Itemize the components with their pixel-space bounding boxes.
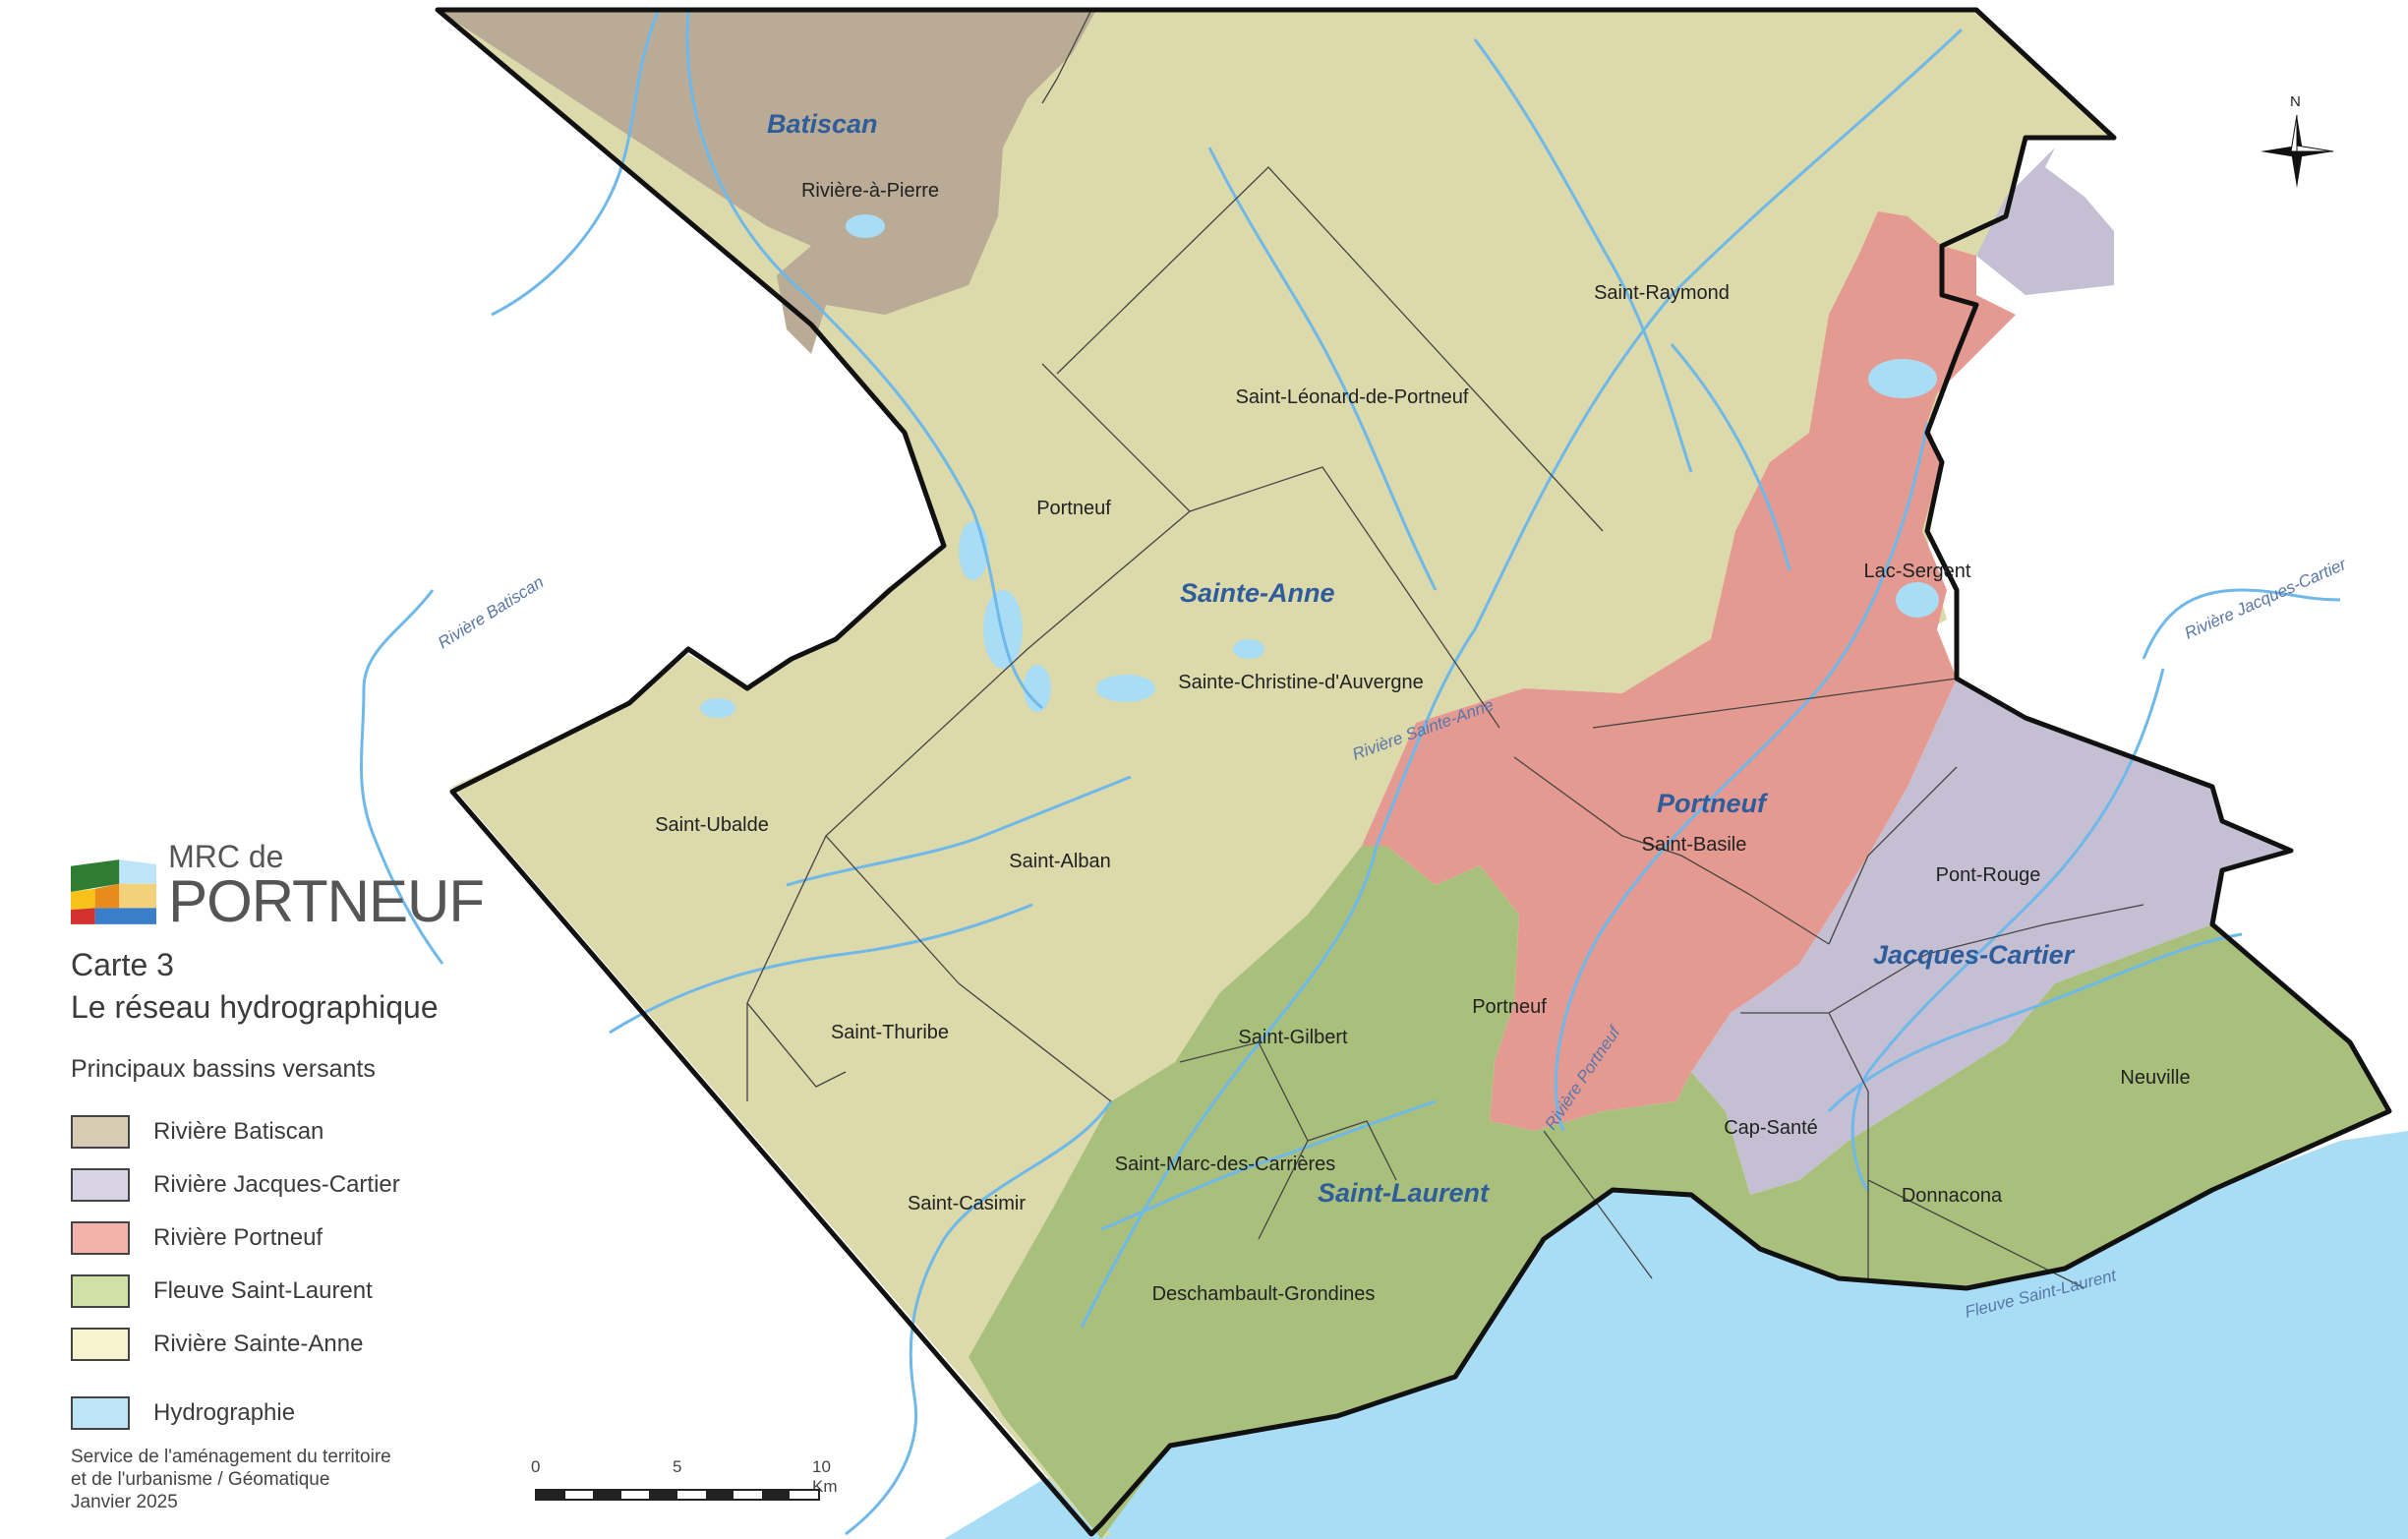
legend-label: Rivière Sainte-Anne (153, 1331, 364, 1357)
legend-item: Rivière Portneuf (71, 1212, 484, 1265)
scale-track (535, 1489, 820, 1501)
credits-line: et de l'urbanisme / Géomatique (71, 1469, 330, 1490)
municipality-label: Saint-Marc-des-Carrières (1115, 1154, 1336, 1175)
municipality-label: Saint-Gilbert (1238, 1027, 1348, 1048)
municipality-label: Saint-Basile (1642, 834, 1747, 856)
legend-swatch (71, 1221, 130, 1255)
basin-label-sainte-anne: Sainte-Anne (1180, 578, 1335, 608)
legend-item: Rivière Sainte-Anne (71, 1318, 484, 1371)
legend-label: Hydrographie (153, 1399, 296, 1426)
mrc-boundary (435, 7, 2392, 1537)
scale-tick-10: 10 Km (812, 1457, 838, 1496)
sainte-anne-basin (438, 10, 2114, 1539)
municipality-label: Saint-Léonard-de-Portneuf (1236, 386, 1469, 408)
map-title: Le réseau hydrographique (71, 989, 439, 1025)
credits-line: Service de l'aménagement du territoire (71, 1447, 391, 1467)
logo-small-text: MRC de (168, 839, 284, 874)
legend-heading: Principaux bassins versants (71, 1055, 376, 1083)
legend-swatch (71, 1168, 130, 1202)
municipality-label: Cap-Santé (1724, 1117, 1818, 1139)
logo-big-text: PORTNEUF (168, 868, 485, 934)
municipality-label: Portneuf (1472, 996, 1547, 1018)
municipality-label: Saint-Raymond (1594, 282, 1730, 304)
municipality-label: Saint-Casimir (908, 1193, 1026, 1214)
legend-swatch (71, 1396, 130, 1430)
river-network (360, 9, 2341, 1536)
jacques-cartier-basin (1691, 148, 2291, 1195)
municipality-label: Deschambault-Grondines (1152, 1283, 1376, 1305)
municipality-label: Saint-Alban (1009, 851, 1110, 872)
scale-bar: 0 5 10 Km (531, 1457, 838, 1512)
north-arrow: N (2257, 93, 2337, 192)
credits: Service de l'aménagement du territoire e… (71, 1446, 391, 1513)
municipality-label: Portneuf (1036, 498, 1111, 519)
basin-label-jacques-cartier: Jacques-Cartier (1873, 940, 2076, 970)
basin-label-portneuf: Portneuf (1657, 789, 1769, 818)
legend-label: Rivière Portneuf (153, 1224, 323, 1251)
legend-list: Rivière Batiscan Rivière Jacques-Cartier… (71, 1105, 484, 1440)
legend-swatch (71, 1115, 130, 1149)
legend-item: Rivière Batiscan (71, 1105, 484, 1158)
legend-label: Rivière Batiscan (153, 1118, 324, 1145)
scale-tick-5: 5 (673, 1457, 682, 1476)
legend-item: Fleuve Saint-Laurent (71, 1265, 484, 1318)
legend-swatch (71, 1274, 130, 1308)
municipality-label: Sainte-Christine-d'Auvergne (1178, 672, 1424, 693)
municipality-label: Lac-Sergent (1864, 561, 1971, 582)
municipality-label: Pont-Rouge (1936, 864, 2041, 886)
municipality-label: Neuville (2120, 1067, 2190, 1089)
portneuf-basin (1362, 211, 2016, 1131)
saint-laurent-water (944, 1131, 2408, 1539)
municipality-label: Rivière-à-Pierre (801, 180, 939, 202)
legend-label: Fleuve Saint-Laurent (153, 1277, 373, 1304)
credits-line: Janvier 2025 (71, 1492, 178, 1512)
mrc-logo: MRC de PORTNEUF (71, 839, 485, 934)
mrc-logo-icon (71, 859, 157, 924)
legend-item: Hydrographie (71, 1387, 484, 1440)
map-number: Carte 3 (71, 947, 174, 982)
municipality-label: Saint-Thuribe (831, 1022, 949, 1043)
legend-label: Rivière Jacques-Cartier (153, 1171, 400, 1198)
river-label-batiscan: Rivière Batiscan (435, 572, 547, 652)
legend-item: Rivière Jacques-Cartier (71, 1158, 484, 1212)
basin-label-batiscan: Batiscan (767, 109, 878, 139)
municipality-label: Donnacona (1902, 1185, 2003, 1207)
legend-panel: MRC de PORTNEUF Carte 3 Le réseau hydrog… (71, 839, 485, 1440)
batiscan-basin (438, 10, 1096, 354)
municipal-boundaries (746, 9, 2144, 1289)
basin-label-saint-laurent: Saint-Laurent (1318, 1178, 1490, 1208)
lakes (700, 214, 1939, 718)
north-label: N (2290, 93, 2301, 110)
scale-tick-0: 0 (531, 1457, 541, 1476)
legend-swatch (71, 1328, 130, 1361)
municipality-label: Saint-Ubalde (655, 814, 769, 836)
compass-rose-icon (2261, 114, 2334, 188)
